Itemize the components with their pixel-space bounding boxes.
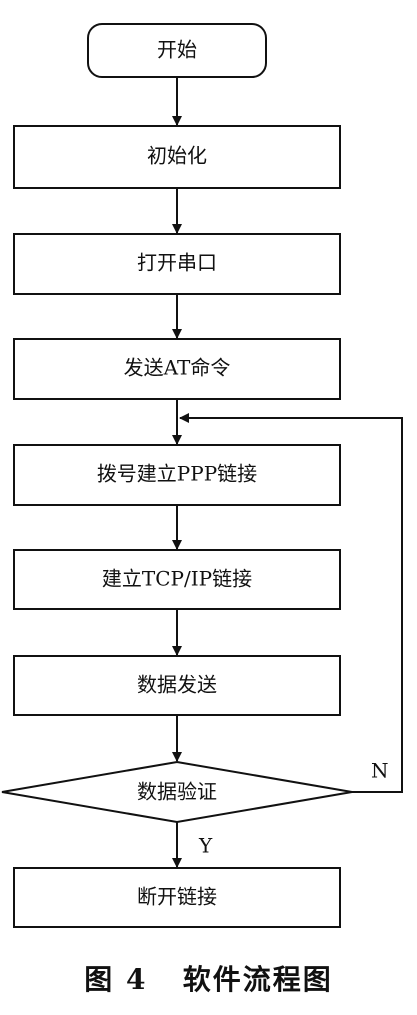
init-node	[13, 125, 341, 189]
disconnect-label: 断开链接	[137, 885, 217, 909]
dial-ppp-node	[13, 444, 341, 506]
disconnect-node	[13, 867, 341, 928]
yes-label: Y	[198, 834, 213, 858]
send-at-node	[13, 338, 341, 400]
arrow-verify-loop-back	[179, 413, 403, 793]
init-label: 初始化	[147, 144, 207, 168]
send-at-label: 发送AT命令	[124, 356, 231, 380]
dial-ppp-label: 拨号建立PPP链接	[97, 462, 257, 486]
start-label: 开始	[157, 38, 197, 62]
no-label: N	[371, 759, 389, 783]
data-send-node	[13, 655, 341, 716]
figure-caption: 图 4 软件流程图	[84, 963, 333, 996]
data-verify-label: 数据验证	[137, 780, 217, 804]
flowchart: 开始 初始化 打开串口 发送AT命令 拨号建立PPP链接 建立TCP/IP链接 …	[1, 23, 403, 928]
tcp-ip-label: 建立TCP/IP链接	[102, 567, 252, 591]
open-port-label: 打开串口	[137, 251, 217, 275]
data-send-label: 数据发送	[137, 673, 217, 697]
tcp-ip-node	[13, 549, 341, 610]
